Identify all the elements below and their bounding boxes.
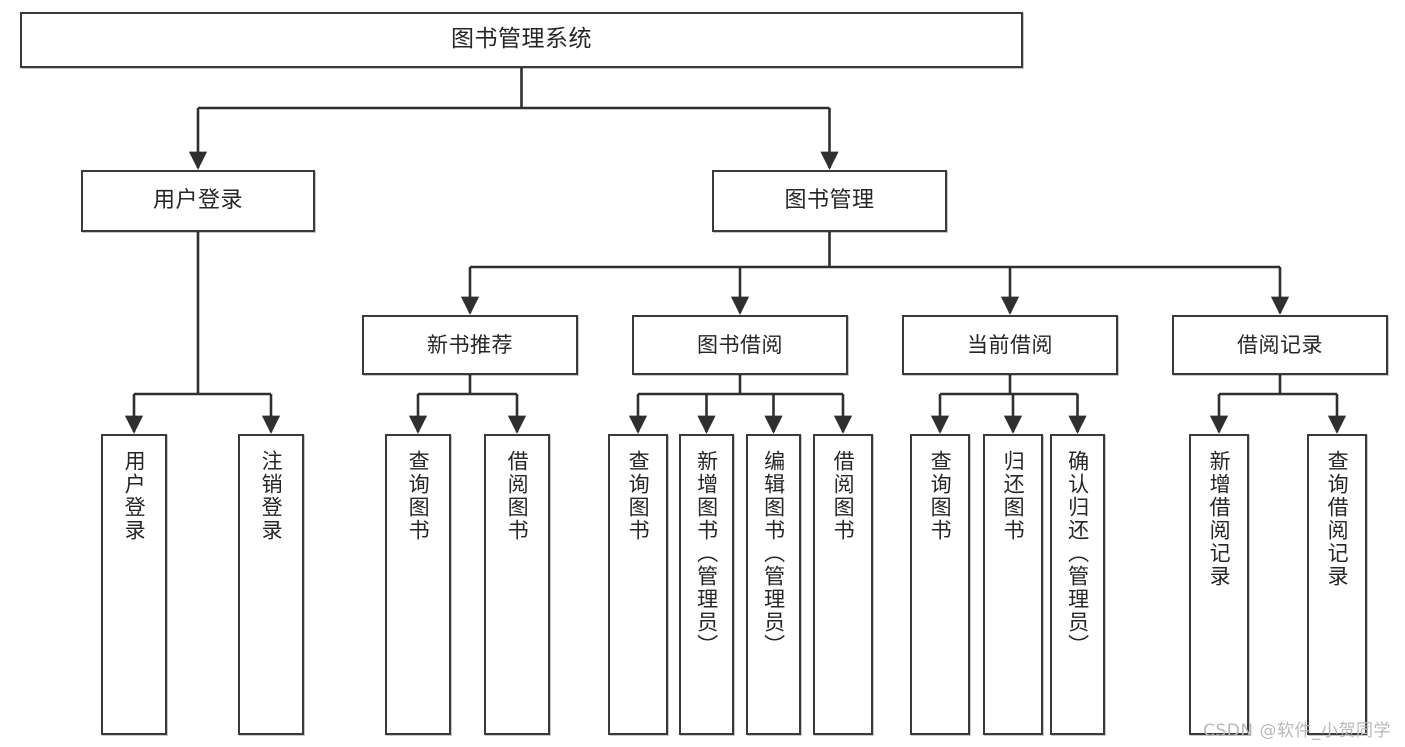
node-label: 借阅记录 <box>1237 332 1323 357</box>
node-leaf-edit-book[interactable]: 编辑图书（管理员） <box>746 434 801 735</box>
node-leaf-add-book[interactable]: 新增图书（管理员） <box>679 434 734 735</box>
node-label: 查询图书 <box>626 450 651 542</box>
node-label: 图书借阅 <box>697 332 783 357</box>
node-borrow-record[interactable]: 借阅记录 <box>1172 315 1388 375</box>
node-current-borrow[interactable]: 当前借阅 <box>902 315 1118 375</box>
node-label: 确认归还（管理员） <box>1065 450 1090 657</box>
node-label: 图书管理系统 <box>451 26 592 53</box>
node-new-book-recommend[interactable]: 新书推荐 <box>362 315 578 375</box>
node-leaf-return-book[interactable]: 归还图书 <box>983 434 1043 735</box>
node-label: 新增借阅记录 <box>1207 450 1232 588</box>
node-user-login[interactable]: 用户登录 <box>81 170 315 232</box>
node-label: 用户登录 <box>122 450 147 542</box>
node-label: 注销登录 <box>259 450 284 542</box>
node-label: 查询图书 <box>406 450 431 542</box>
node-leaf-query-record[interactable]: 查询借阅记录 <box>1307 434 1367 735</box>
node-leaf-query-book-3[interactable]: 查询图书 <box>910 434 970 735</box>
node-book-borrow[interactable]: 图书借阅 <box>632 315 848 375</box>
node-label: 当前借阅 <box>967 332 1053 357</box>
node-label: 新书推荐 <box>427 332 513 357</box>
node-leaf-borrow-book-1[interactable]: 借阅图书 <box>484 434 550 735</box>
node-label: 用户登录 <box>152 188 243 214</box>
node-leaf-query-book-2[interactable]: 查询图书 <box>608 434 668 735</box>
node-label: 查询借阅记录 <box>1325 450 1350 588</box>
node-leaf-add-record[interactable]: 新增借阅记录 <box>1189 434 1249 735</box>
node-leaf-user-login[interactable]: 用户登录 <box>101 434 167 735</box>
node-label: 借阅图书 <box>505 450 530 542</box>
node-leaf-logout[interactable]: 注销登录 <box>238 434 304 735</box>
node-leaf-borrow-book-2[interactable]: 借阅图书 <box>813 434 873 735</box>
node-book-manage[interactable]: 图书管理 <box>712 170 947 232</box>
node-label: 查询图书 <box>928 450 953 542</box>
node-leaf-confirm-return[interactable]: 确认归还（管理员） <box>1050 434 1105 735</box>
node-label: 图书管理 <box>784 188 875 214</box>
node-leaf-query-book-1[interactable]: 查询图书 <box>385 434 451 735</box>
node-root: 图书管理系统 <box>20 12 1023 68</box>
csdn-watermark: CSDN @软件_小贺同学 <box>1203 721 1391 741</box>
node-label: 编辑图书（管理员） <box>761 450 786 657</box>
node-label: 新增图书（管理员） <box>694 450 719 657</box>
node-label: 借阅图书 <box>831 450 856 542</box>
node-label: 归还图书 <box>1001 450 1026 542</box>
